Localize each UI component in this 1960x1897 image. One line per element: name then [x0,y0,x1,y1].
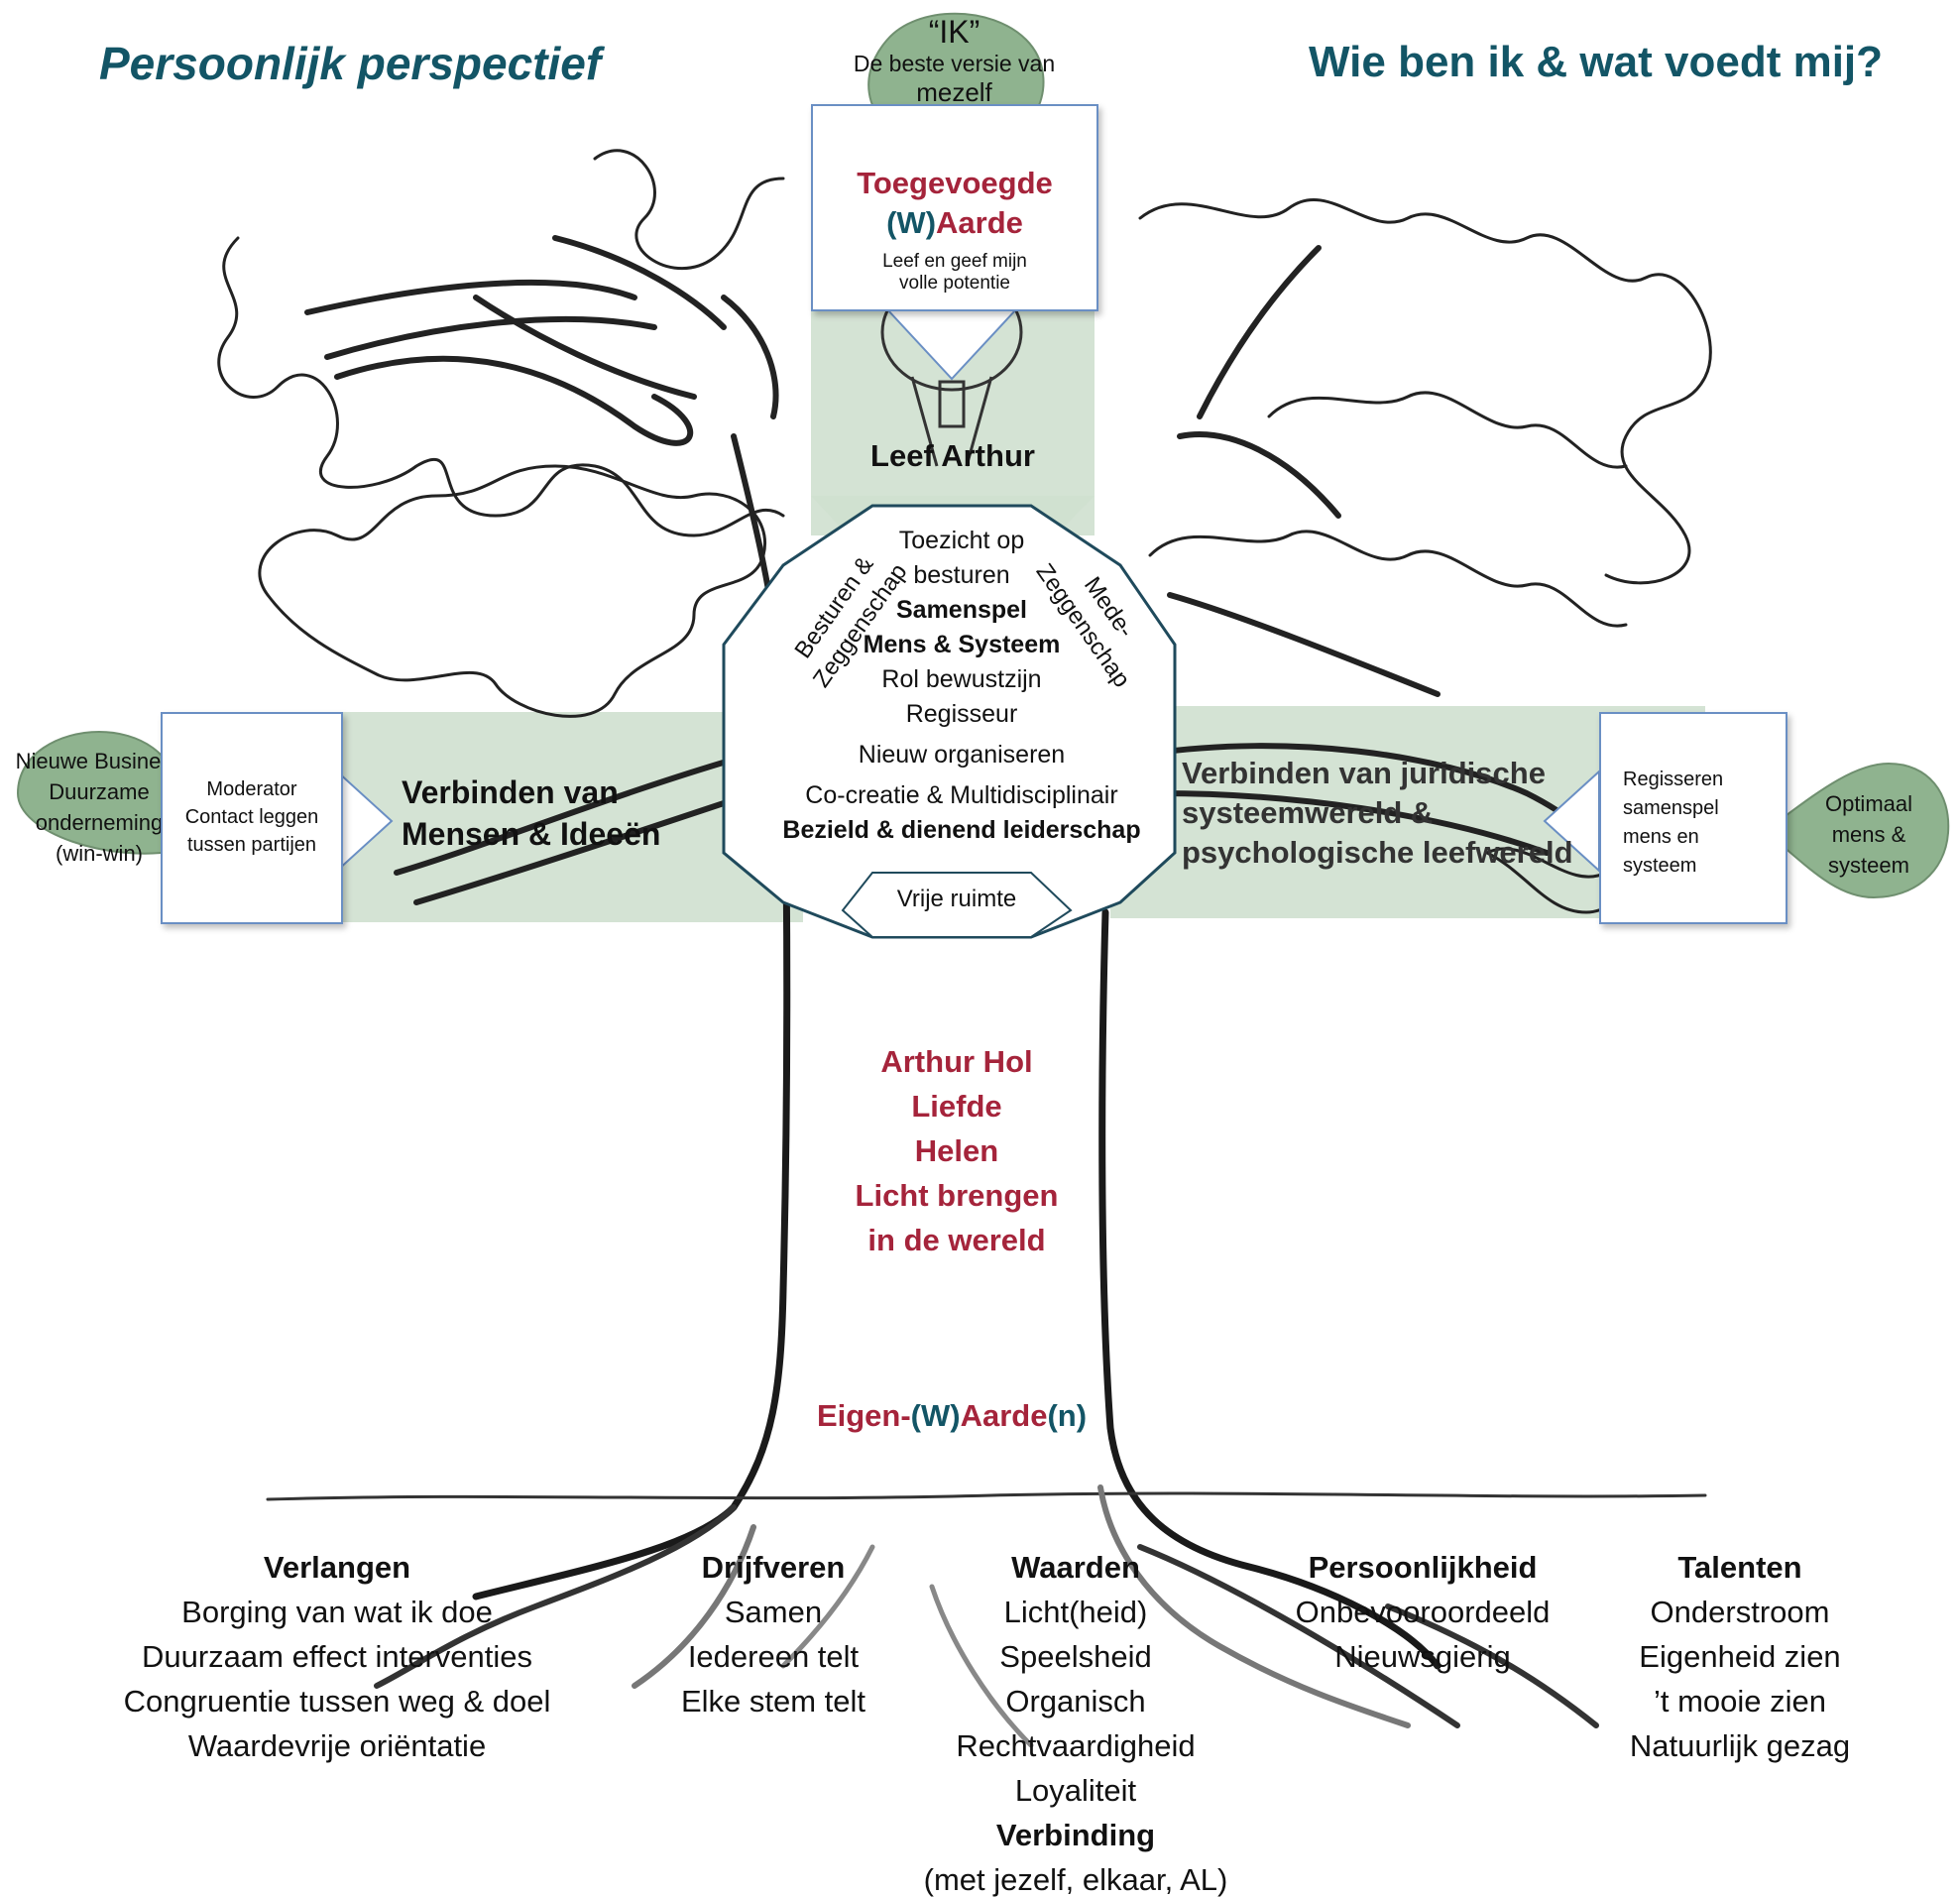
root-item: ’t mooie zien [1653,1684,1827,1719]
top-box-title-1: Toegevoegde [857,166,1053,200]
left-box-1: Moderator [206,778,297,800]
root-item: Iedereen telt [687,1639,860,1674]
octagon-line-4: Regisseur [905,700,1018,728]
right-speech-bubble [1763,762,1950,899]
left-bubble-4: (win-win) [56,841,143,866]
root-item: Samen [724,1595,823,1629]
base-label-3: Aarde [960,1398,1048,1433]
left-role-box: Moderator Contact leggen tussen partijen [161,712,343,924]
octagon-line-1: Samenspel [895,596,1027,624]
right-band-text: Verbinden van juridische systeemwereld &… [1182,754,1573,873]
octagon-top-2: besturen [913,561,1010,589]
octagon-bottom: Vrije ruimte [896,886,1017,912]
root-item: Natuurlijk gezag [1629,1728,1851,1763]
octagon-line-3: Rol bewustzijn [881,665,1042,693]
right-band-3: psychologische leefwereld [1182,835,1573,870]
top-box-aarde: Aarde [936,205,1023,240]
vrije-ruimte-shape [841,872,1073,938]
trunk-line-2: Liefde [911,1089,1002,1124]
crown-label: Leef Arthur [870,438,1035,473]
right-box-4: systeem [1623,855,1697,877]
root-title-verlangen: Verlangen [263,1550,411,1585]
left-band-2: Mensen & Ideeën [402,816,661,852]
right-bubble-2: mens & [1831,822,1906,847]
ik-bubble-text: “IK” De beste versie van mezelf [833,14,1076,108]
trunk-line-5: in de wereld [867,1223,1046,1257]
right-bubble-3: systeem [1828,853,1909,878]
root-title-talenten: Talenten [1677,1550,1802,1585]
right-title: Wie ben ik & wat voedt mij? [1309,38,1884,86]
left-bubble-text: Nieuwe Business Duurzame onderneming (wi… [0,746,198,869]
trunk-line-4: Licht brengen [855,1178,1059,1213]
top-box-sub-2: volle potentie [899,273,1010,294]
lightbulb-icon [880,273,1023,467]
octagon-line-2: Mens & Systeem [863,631,1061,658]
top-box-w: (W) [886,205,937,240]
root-title-persoonlijkheid: Persoonlijkheid [1308,1550,1538,1585]
base-label-1: Eigen- [816,1398,911,1433]
right-band-1: Verbinden van juridische [1182,756,1546,790]
top-box-sub-1: Leef en geef mijn [882,251,1027,272]
root-item: Eigenheid zien [1639,1639,1841,1674]
left-band-text: Verbinden van Mensen & Ideeën [402,771,660,855]
left-bubble-3: onderneming [35,810,164,835]
root-item: Loyaliteit [1014,1773,1137,1808]
ik-title: “IK” [928,14,980,50]
right-bubble-1: Optimaal [1824,791,1913,816]
root-item: Duurzaam effect interventies [141,1639,532,1674]
top-value-box: Toegevoegde (W)Aarde Leef en geef mijn v… [811,104,1098,311]
root-item: Elke stem telt [680,1684,866,1719]
root-item: Congruentie tussen weg & doel [123,1684,551,1719]
right-bubble-text: Optimaal mens & systeem [1799,788,1938,881]
base-label-2: (W) [910,1398,961,1433]
base-label-4: (n) [1047,1398,1088,1433]
trunk-lines [472,690,1441,1670]
root-item: Rechtvaardigheid [956,1728,1196,1763]
root-title-drijfveren: Drijfveren [701,1550,846,1585]
octagon-line-7: Bezield & dienend leiderschap [782,816,1141,844]
root-column-waarden: Waarden Licht(heid) Speelsheid Organisch… [912,1545,1239,1897]
root-column-talenten: Talenten Onderstroom Eigenheid zien ’t m… [1586,1545,1894,1768]
ground-and-roots [266,1484,1707,1748]
left-title: Persoonlijk perspectief [99,38,602,89]
left-band-1: Verbinden van [402,774,619,810]
right-box-2: samenspel [1623,797,1719,819]
trunk-line-3: Helen [914,1133,999,1168]
right-role-box: Regisseren samenspel mens en systeem [1599,712,1787,924]
central-octagon [722,504,1177,939]
root-item: Organisch [1005,1684,1146,1719]
root-title-waarden: Waarden [1011,1550,1140,1585]
octagon-line-6: Co-creatie & Multidisciplinair [805,781,1118,809]
root-item: Onderstroom [1650,1595,1830,1629]
root-column-drijfveren: Drijfveren Samen Iedereen telt Elke stem… [634,1545,912,1723]
root-item: Speelsheid [999,1639,1152,1674]
root-item: Nieuwsgierig [1334,1639,1511,1674]
right-band-2: systeemwereld & [1182,795,1434,830]
octagon-line-5: Nieuw organiseren [858,741,1066,769]
base-label: Eigen-(W)Aarde(n) [783,1398,1120,1434]
root-column-persoonlijkheid: Persoonlijkheid Onbevooroordeeld Nieuwsg… [1259,1545,1586,1679]
left-bubble-1: Nieuwe Business [15,749,183,773]
left-box-2: Contact leggen [184,806,319,828]
ik-line-1: De beste versie van [853,51,1056,76]
root-item: Waardevrije oriëntatie [187,1728,487,1763]
right-box-1: Regisseren [1623,769,1724,790]
octagon-top-1: Toezicht op [898,527,1025,554]
trunk-text: Arthur Hol Liefde Helen Licht brengen in… [793,1039,1120,1262]
trunk-line-1: Arthur Hol [880,1044,1033,1079]
left-box-3: tussen partijen [186,834,317,856]
right-box-3: mens en [1623,826,1699,848]
octagon-text: Toezicht op besturen Samenspel Mens & Sy… [753,524,1170,848]
left-bubble-2: Duurzame [49,779,150,804]
root-item: Borging van wat ik doe [181,1595,493,1629]
root-item: Onbevooroordeeld [1295,1595,1551,1629]
root-item-last: (met jezelf, elkaar, AL) [923,1862,1228,1897]
ik-line-2: mezelf [916,77,992,107]
root-item-bold: Verbinding [995,1818,1156,1852]
root-column-verlangen: Verlangen Borging van wat ik doe Duurzaa… [79,1545,595,1768]
root-item: Licht(heid) [1003,1595,1148,1629]
canopy-scribble [217,149,1712,914]
top-box-title-2: (W)Aarde [813,205,1096,241]
